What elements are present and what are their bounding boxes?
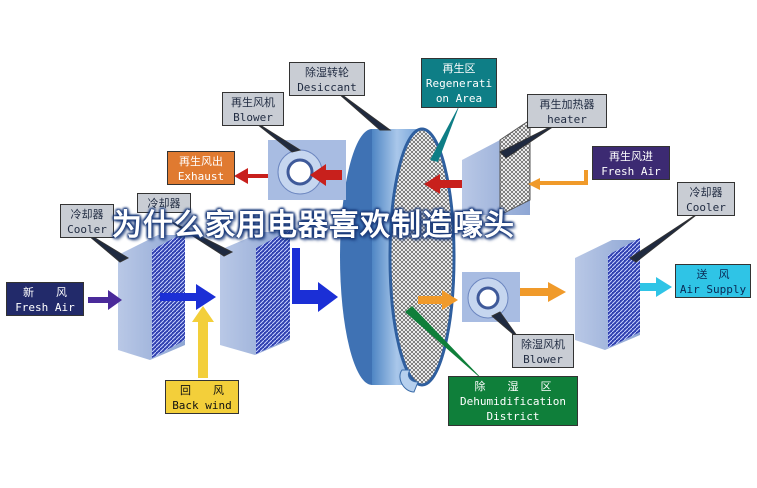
dehum-district-en1: Dehumidification	[460, 395, 566, 408]
exhaust-zh: 再生风出	[179, 155, 223, 168]
dehum-district-en2: District	[486, 410, 540, 423]
air-supply-zh: 送 风	[696, 268, 730, 281]
cooler-left-en: Cooler	[67, 223, 107, 236]
cooler-left-label: 冷却器 Cooler	[60, 204, 114, 238]
desiccant-label: 除湿转轮 Desiccant	[289, 62, 365, 96]
back-wind-label: 回 风 Back wind	[165, 380, 239, 414]
regen-fresh-air-en: Fresh Air	[601, 165, 661, 178]
right-cooler-unit	[575, 238, 640, 350]
process-arrow-2	[292, 248, 338, 312]
cooler-right-label: 冷却器 Cooler	[677, 182, 735, 216]
cooler-left-zh: 冷却器	[70, 208, 104, 221]
regen-heater-zh: 再生加热器	[539, 98, 595, 111]
desiccant-wheel	[340, 127, 456, 393]
mid-cooler-unit	[220, 230, 290, 355]
cooler-mid-zh: 冷却器	[147, 197, 181, 210]
air-supply-arrow	[640, 277, 672, 297]
desiccant-label-en: Desiccant	[297, 81, 357, 94]
back-wind-zh: 回 风	[180, 384, 224, 397]
cooler-right-zh: 冷却器	[689, 186, 723, 199]
fresh-air-arrow	[88, 290, 122, 310]
regen-fresh-air-zh: 再生风进	[609, 150, 653, 163]
regen-fresh-air-label: 再生风进 Fresh Air	[592, 146, 670, 180]
exhaust-arrow	[234, 168, 268, 184]
desiccant-label-zh: 除湿转轮	[305, 66, 349, 79]
regen-blower-zh: 再生风机	[231, 96, 275, 109]
regen-out-arrow	[310, 164, 342, 186]
exhaust-label: 再生风出 Exhaust	[167, 151, 235, 185]
fresh-air-en: Fresh Air	[15, 301, 75, 314]
regen-in-arrow	[424, 174, 462, 194]
exhaust-en: Exhaust	[177, 170, 225, 183]
supply-arrow-1	[418, 290, 458, 310]
dehum-district-label: 除 湿 区 Dehumidification District	[448, 376, 578, 426]
dehum-blower-label: 除湿风机 Blower	[512, 334, 574, 368]
airflow-arrows	[88, 164, 672, 378]
back-wind-en: Back wind	[172, 399, 232, 412]
regen-fresh-arrow	[528, 170, 588, 190]
cooler-right-en: Cooler	[686, 201, 726, 214]
regen-blower-label: 再生风机 Blower	[222, 92, 284, 126]
regen-heater-en: heater	[547, 113, 587, 126]
regeneration-area-en2: on Area	[435, 92, 483, 105]
fresh-air-zh: 新 风	[23, 286, 67, 299]
back-wind-arrow	[192, 306, 214, 378]
regen-heater-unit	[462, 119, 531, 216]
dehum-blower-zh: 除湿风机	[521, 338, 565, 351]
dehum-blower-unit	[462, 272, 520, 322]
dehum-district-zh: 除 湿 区	[474, 380, 552, 393]
air-supply-en: Air Supply	[679, 283, 747, 296]
regeneration-area-label: 再生区 Regenerati on Area	[421, 58, 497, 108]
regeneration-area-zh: 再生区	[442, 62, 476, 75]
process-arrow-1	[160, 284, 216, 310]
air-supply-label: 送 风 Air Supply	[675, 264, 751, 298]
leader-lines	[81, 85, 701, 382]
cooler-mid-label: 冷却器	[137, 193, 191, 213]
supply-arrow-2	[520, 282, 566, 302]
regeneration-area-en1: Regenerati	[425, 77, 493, 90]
overlay-title: 为什么家用电器喜欢制造嚎头	[112, 208, 515, 243]
regen-blower-en: Blower	[233, 111, 273, 124]
dehum-blower-en: Blower	[523, 353, 563, 366]
fresh-air-label: 新 风 Fresh Air	[6, 282, 84, 316]
regen-heater-label: 再生加热器 heater	[527, 94, 607, 128]
